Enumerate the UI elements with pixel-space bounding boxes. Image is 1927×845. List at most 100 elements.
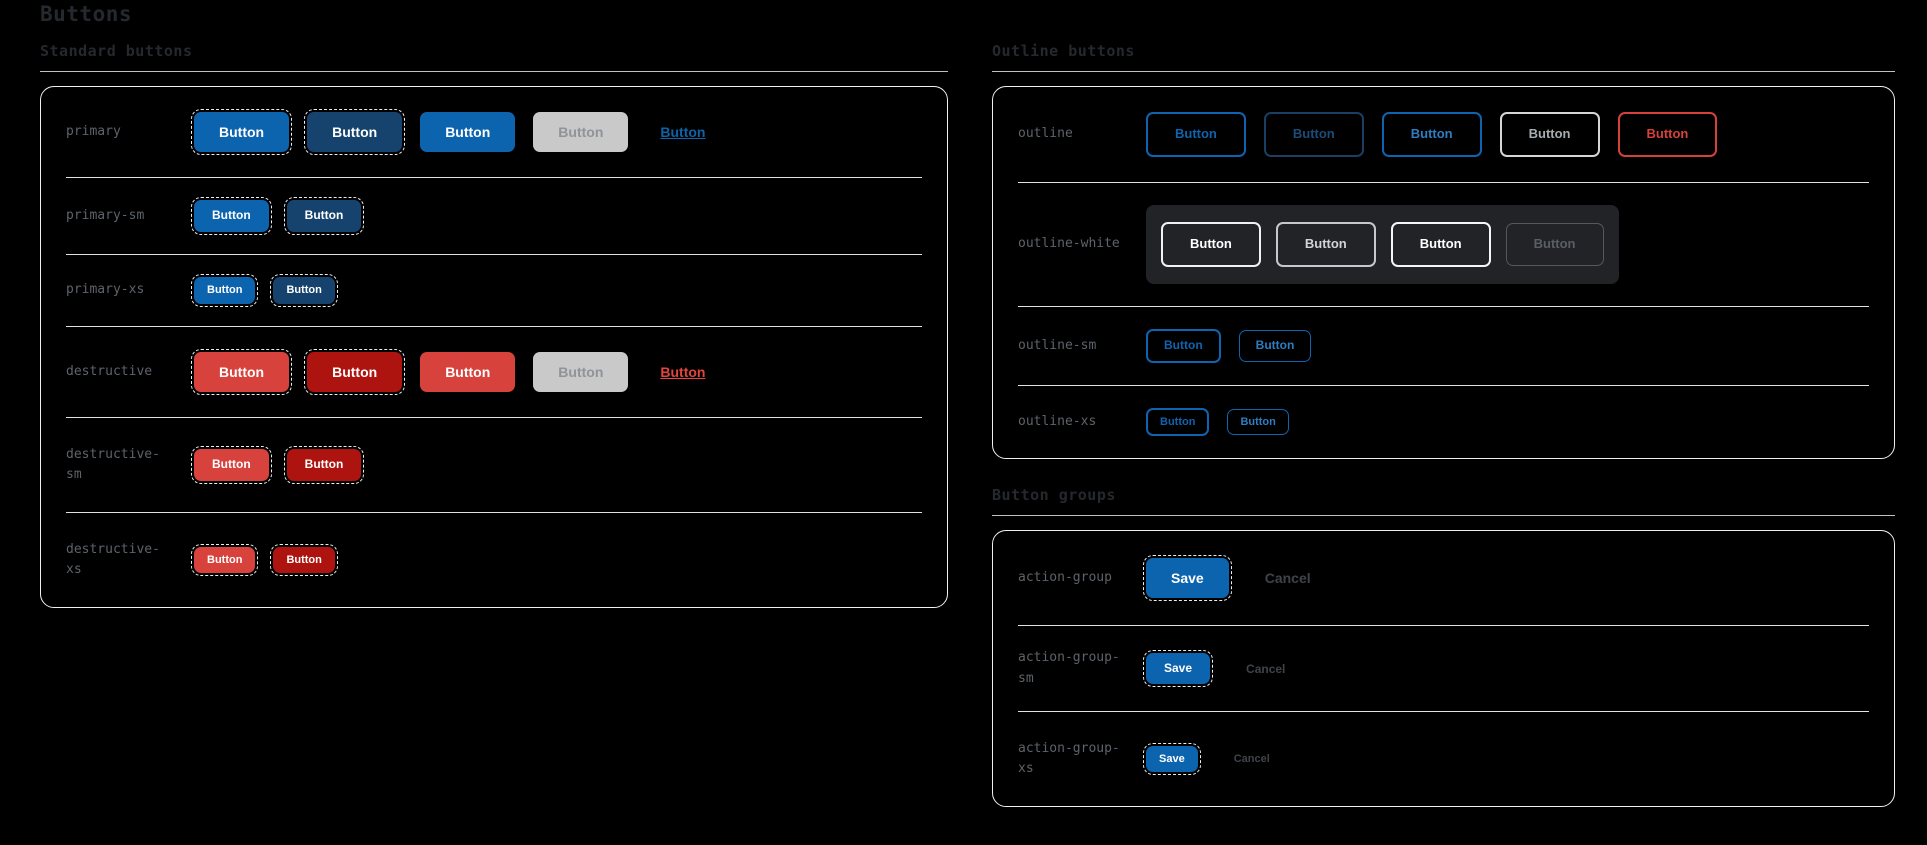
row-label: outline-white xyxy=(1018,236,1120,252)
save-button-xs[interactable]: Save xyxy=(1143,742,1201,776)
standard-buttons-panel: primary Button Button Button Button Butt… xyxy=(40,86,948,609)
row-primary-sm: primary-sm Button Button xyxy=(66,178,922,254)
row-label: destructive-sm xyxy=(66,446,160,482)
save-button[interactable]: Save xyxy=(1143,555,1232,602)
outline-white-button-hover[interactable]: Button xyxy=(1275,221,1376,267)
row-destructive-xs: destructive-xs Button Button xyxy=(66,513,922,607)
row-buttons: Save Cancel xyxy=(1143,742,1270,776)
outline-xs-button-secondary[interactable]: Button xyxy=(1227,408,1289,436)
outline-sm-button-secondary[interactable]: Button xyxy=(1238,329,1312,362)
destructive-xs-button-focus[interactable]: Button xyxy=(190,543,259,577)
cancel-button-xs[interactable]: Cancel xyxy=(1233,752,1270,765)
row-buttons: Save Cancel xyxy=(1142,649,1286,688)
row-divider xyxy=(66,253,922,255)
row-divider xyxy=(66,177,922,179)
row-divider xyxy=(1018,384,1869,386)
destructive-button-default[interactable]: Button xyxy=(420,351,516,392)
row-destructive: destructive Button Button Button Button … xyxy=(66,327,922,417)
destructive-xs-button-hover-focus[interactable]: Button xyxy=(270,543,338,577)
row-divider xyxy=(1018,181,1869,183)
primary-button-disabled: Button xyxy=(533,112,629,153)
standard-buttons-section: Standard buttons primary Button Button B… xyxy=(40,42,948,609)
row-divider xyxy=(66,416,922,418)
row-label: primary-xs xyxy=(66,282,145,298)
row-label: action-group xyxy=(1018,570,1112,586)
row-label: action-group-sm xyxy=(1018,650,1120,686)
button-groups-panel: action-group Save Cancel action-group-sm… xyxy=(992,530,1895,807)
row-buttons: Button Button xyxy=(191,197,365,235)
row-label: destructive-xs xyxy=(66,541,160,578)
primary-xs-button-focus[interactable]: Button xyxy=(190,273,259,307)
row-buttons: Button Button Button Button Button xyxy=(190,108,706,156)
row-divider xyxy=(66,325,922,327)
destructive-button-focus[interactable]: Button xyxy=(190,348,293,395)
button-groups-section: Button groups action-group Save Cancel a… xyxy=(992,486,1895,807)
row-outline: outline Button Button Button Button Butt… xyxy=(1018,87,1869,182)
row-divider xyxy=(1018,305,1869,307)
row-label: outline-sm xyxy=(1018,337,1097,353)
row-buttons: Button Button Button Button Button xyxy=(190,348,706,395)
row-label: outline-xs xyxy=(1018,413,1097,429)
row-buttons: Button Button xyxy=(1146,328,1312,363)
row-divider xyxy=(66,511,922,513)
row-buttons: Button Button Button Button xyxy=(1146,204,1619,284)
row-buttons: Button Button xyxy=(190,543,338,577)
primary-button-focus[interactable]: Button xyxy=(190,108,293,156)
row-buttons: Button Button xyxy=(191,445,365,484)
outline-button-disabled: Button xyxy=(1499,112,1600,157)
primary-button-default[interactable]: Button xyxy=(420,112,516,153)
destructive-sm-button-hover-focus[interactable]: Button xyxy=(283,445,365,484)
row-outline-white: outline-white Button Button Button Butto… xyxy=(1018,183,1869,306)
row-label: action-group-xs xyxy=(1018,740,1120,776)
outline-button-default[interactable]: Button xyxy=(1146,112,1246,157)
row-action-group-xs: action-group-xs Save Cancel xyxy=(1018,712,1869,806)
row-action-group-sm: action-group-sm Save Cancel xyxy=(1018,626,1869,710)
primary-sm-button-focus[interactable]: Button xyxy=(191,197,272,235)
row-label: primary-sm xyxy=(66,207,145,223)
row-buttons: Button Button Button Button Button xyxy=(1146,112,1718,157)
primary-link-button[interactable]: Button xyxy=(660,124,706,141)
right-column: Outline buttons outline Button Button Bu… xyxy=(992,42,1895,807)
primary-sm-button-hover-focus[interactable]: Button xyxy=(283,197,365,235)
columns: Standard buttons primary Button Button B… xyxy=(40,42,1895,807)
page-title: Buttons xyxy=(40,2,133,26)
buttons-style-guide-page: Buttons Standard buttons primary Button … xyxy=(40,2,1895,807)
cancel-button-sm[interactable]: Cancel xyxy=(1246,661,1286,676)
destructive-button-disabled: Button xyxy=(533,351,629,392)
row-divider xyxy=(1018,625,1869,627)
primary-xs-button-hover-focus[interactable]: Button xyxy=(270,273,338,307)
button-groups-heading: Button groups xyxy=(992,486,1895,517)
outline-white-button-default[interactable]: Button xyxy=(1161,221,1261,267)
row-label: outline xyxy=(1018,126,1073,142)
destructive-sm-button-focus[interactable]: Button xyxy=(191,445,272,484)
outline-sm-button-default[interactable]: Button xyxy=(1146,328,1221,363)
outline-buttons-section: Outline buttons outline Button Button Bu… xyxy=(992,42,1895,460)
row-label: destructive xyxy=(66,363,153,379)
outline-button-active[interactable]: Button xyxy=(1381,112,1482,157)
row-destructive-sm: destructive-sm Button Button xyxy=(66,418,922,512)
row-primary-xs: primary-xs Button Button xyxy=(66,255,922,326)
destructive-link-button[interactable]: Button xyxy=(660,363,706,380)
row-buttons: Button Button xyxy=(1146,407,1289,437)
row-action-group: action-group Save Cancel xyxy=(1018,531,1869,625)
outline-button-destructive[interactable]: Button xyxy=(1617,112,1718,157)
row-divider xyxy=(1018,710,1869,712)
row-label: primary xyxy=(66,123,121,139)
outline-button-hover[interactable]: Button xyxy=(1263,112,1364,157)
outline-white-dark-container: Button Button Button Button xyxy=(1146,204,1619,284)
row-buttons: Button Button xyxy=(190,273,338,307)
row-primary: primary Button Button Button Button Butt… xyxy=(66,87,922,177)
outline-buttons-panel: outline Button Button Button Button Butt… xyxy=(992,86,1895,460)
outline-buttons-heading: Outline buttons xyxy=(992,42,1895,72)
standard-buttons-heading: Standard buttons xyxy=(40,42,948,72)
primary-button-hover-focus[interactable]: Button xyxy=(304,108,406,156)
row-buttons: Save Cancel xyxy=(1143,555,1311,602)
cancel-button[interactable]: Cancel xyxy=(1264,570,1311,587)
outline-white-button-active[interactable]: Button xyxy=(1390,221,1491,267)
save-button-sm[interactable]: Save xyxy=(1142,649,1214,688)
row-outline-sm: outline-sm Button Button xyxy=(1018,307,1869,385)
destructive-button-hover-focus[interactable]: Button xyxy=(304,348,406,395)
outline-white-button-disabled: Button xyxy=(1505,222,1604,266)
outline-xs-button-default[interactable]: Button xyxy=(1146,407,1210,437)
row-outline-xs: outline-xs Button Button xyxy=(1018,386,1869,459)
